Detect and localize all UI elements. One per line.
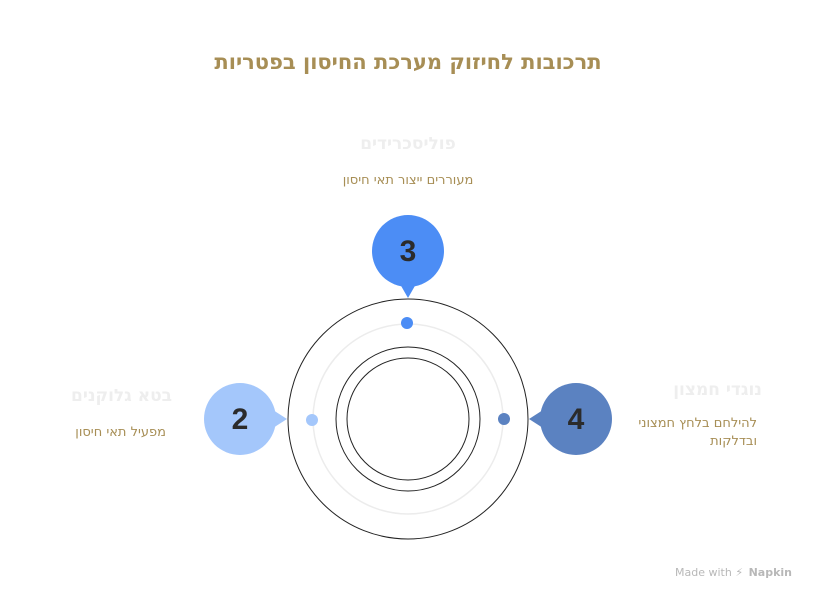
guide-ring (312, 323, 504, 515)
dot-top (401, 317, 413, 329)
made-with-text: Made with (675, 566, 732, 579)
item-3-description: מעוררים ייצור תאי חיסון (342, 173, 474, 188)
inner-ring-inner (346, 357, 470, 481)
inner-ring-outer (335, 346, 481, 492)
bubble-4: 4 (529, 383, 612, 455)
item-3-title: פוליסכרידים (360, 134, 456, 154)
bubble-2: 2 (204, 383, 287, 455)
diagram-title: תרכובות לחיזוק מערכת החיסון בפטריות (214, 50, 602, 74)
napkin-logo-icon: ⚡ (735, 566, 744, 579)
dot-right (498, 413, 510, 425)
dot-left (306, 414, 318, 426)
bubble-3-number: 3 (400, 235, 417, 268)
item-4-description: להילחם בלחץ חמצוני ובדלקות (638, 416, 757, 449)
brand-text: Napkin (748, 566, 792, 579)
bubble-3: 3 (372, 215, 444, 298)
bubble-4-number: 4 (568, 403, 585, 436)
item-2-description: מפעיל תאי חיסון (75, 425, 166, 440)
item-2-title: בטא גלוקנים (71, 386, 172, 406)
outer-ring (287, 298, 529, 540)
napkin-watermark: Made with ⚡ Napkin (675, 566, 792, 579)
bubble-2-number: 2 (232, 403, 249, 436)
item-4-title: נוגדי חמצון (673, 380, 762, 400)
